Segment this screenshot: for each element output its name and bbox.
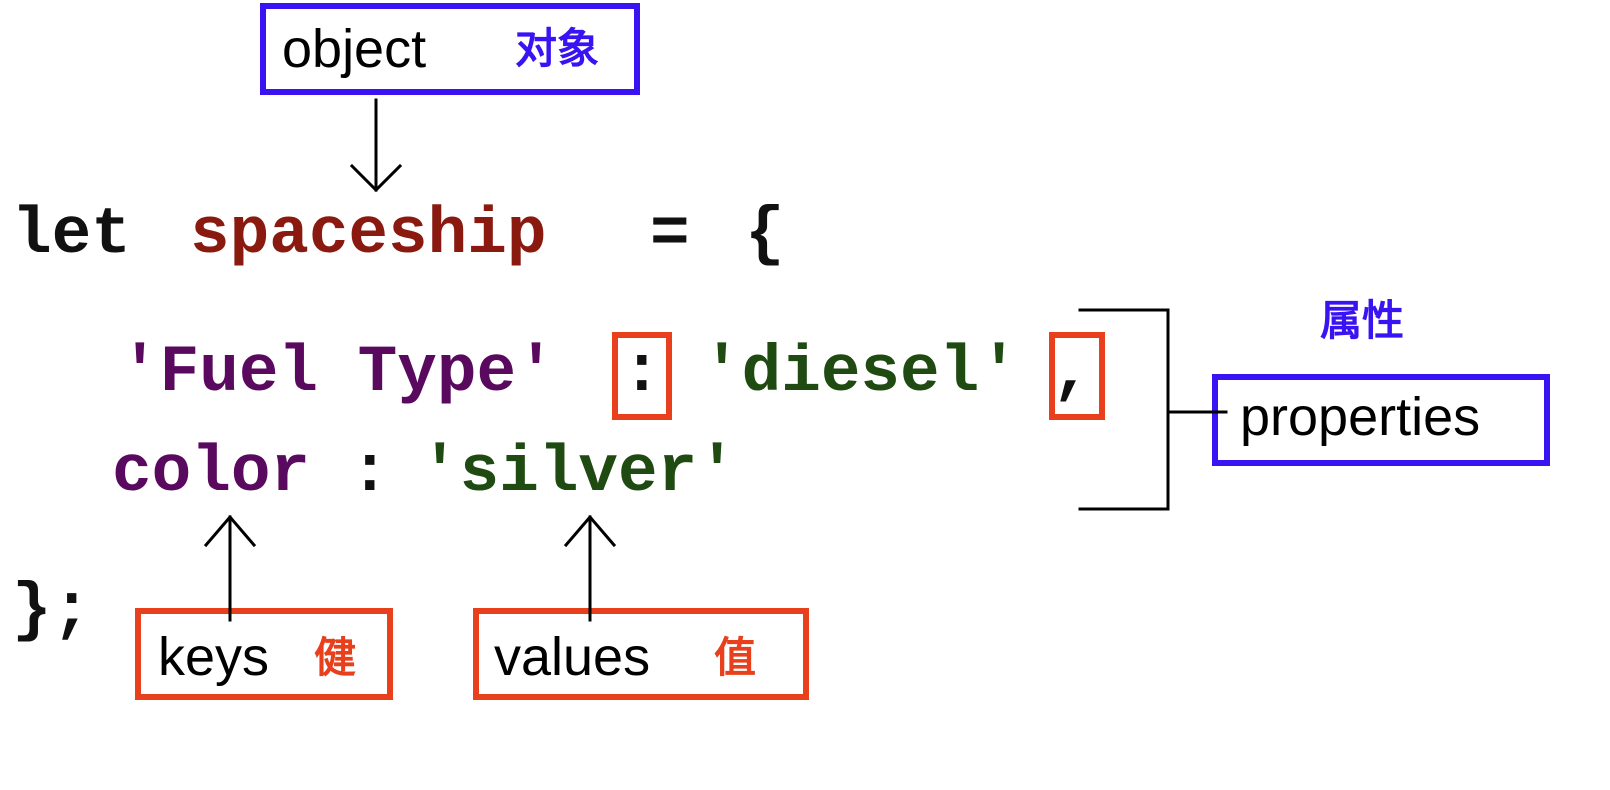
properties-label-cjk: 属性 xyxy=(1320,296,1405,345)
keys-arrow-head xyxy=(203,514,257,548)
code-assign-operator: = xyxy=(650,197,690,272)
values-label-cjk: 值 xyxy=(714,633,757,682)
properties-label: properties xyxy=(1240,387,1481,447)
values-label: values xyxy=(494,627,651,687)
code-value-silver: 'silver' xyxy=(420,435,737,510)
code-keyword-let: let xyxy=(12,197,131,272)
code-variable-name: spaceship xyxy=(190,197,547,272)
object-arrow-head xyxy=(349,163,403,193)
code-key-fuel-type: 'Fuel Type' xyxy=(120,335,556,410)
object-label-cjk: 对象 xyxy=(515,24,600,73)
code-close-brace: }; xyxy=(12,573,92,648)
object-label: object xyxy=(282,19,427,79)
code-colon-2: : xyxy=(350,435,390,510)
properties-bracket xyxy=(1078,308,1170,511)
code-open-brace: { xyxy=(745,197,785,272)
keys-label-cjk: 健 xyxy=(314,633,357,682)
code-value-diesel: 'diesel' xyxy=(702,335,1019,410)
keys-label-box xyxy=(135,608,393,700)
colon-highlight-box xyxy=(612,332,672,420)
values-arrow-head xyxy=(563,514,617,548)
properties-label-box xyxy=(1212,374,1550,466)
code-key-color: color xyxy=(112,435,311,510)
values-label-box xyxy=(473,608,809,700)
code-comma: , xyxy=(1052,335,1092,410)
comma-highlight-box xyxy=(1049,332,1105,420)
code-colon-1: : xyxy=(622,335,662,410)
keys-label: keys xyxy=(158,627,270,687)
object-label-box xyxy=(260,3,640,95)
